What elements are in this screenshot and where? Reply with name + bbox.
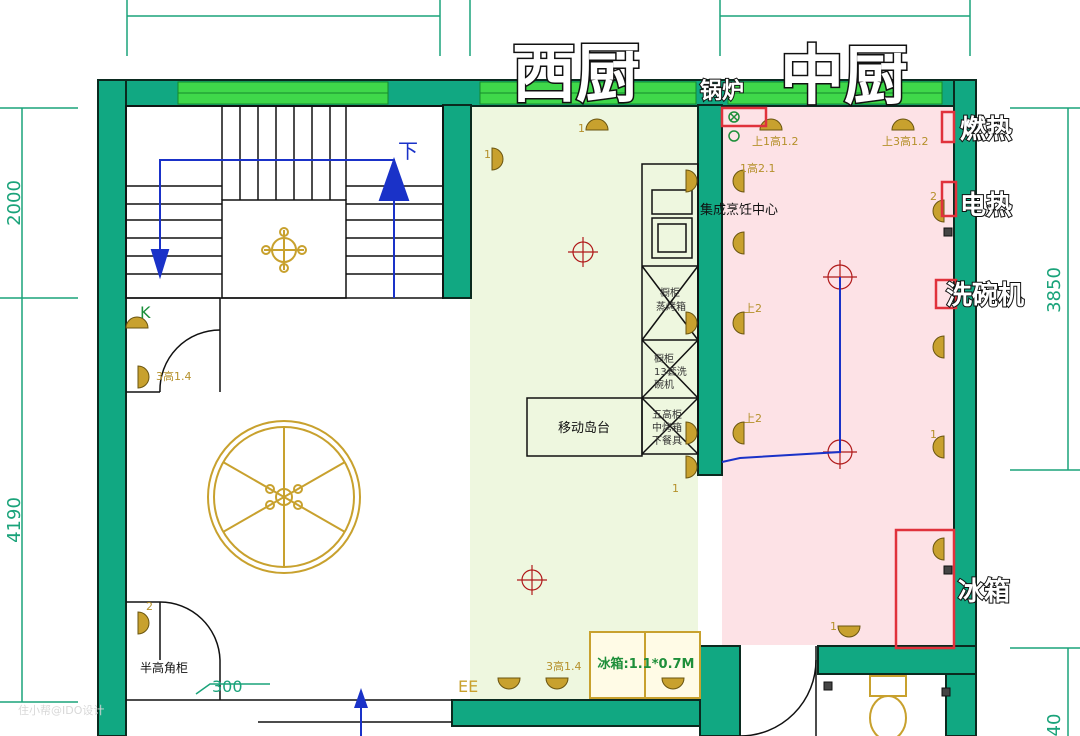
bottom-arrow	[354, 688, 368, 736]
socket-label-up2a: 上2	[744, 302, 762, 315]
windows	[177, 81, 943, 105]
fridge-unit	[589, 631, 701, 699]
chinese-kitchen-zone	[722, 105, 954, 645]
socket-label-h21: 1高2.1	[740, 161, 776, 175]
cabinet-lower-line3: 下餐具	[652, 434, 682, 447]
cabinet-column	[641, 163, 699, 455]
appliance-markers	[720, 106, 958, 650]
dishwasher-label: 洗碗机	[946, 280, 1024, 311]
half-height-cabinet: 半高角柜	[140, 660, 188, 675]
cabinet-lower-line2: 中烤箱	[652, 421, 682, 434]
lighting-circuit	[721, 277, 841, 463]
cabinet-oven-line1: 橱柜	[660, 286, 680, 299]
dim-2000: 2000	[4, 180, 25, 226]
socket-label-top1: 1	[578, 122, 585, 135]
socket-label-left-h14: 3高1.4	[156, 369, 192, 383]
left-dimension-lines	[0, 107, 78, 703]
fridge-size-label: 冰箱:1.1*0.7M	[598, 656, 695, 672]
toilet	[869, 675, 907, 736]
cabinet-oven-line2: 蒸烤箱	[656, 300, 686, 313]
socket-k-label: K	[140, 303, 151, 322]
staircase	[125, 105, 444, 299]
wall-sockets	[125, 118, 945, 690]
island-label: 移动岛台	[558, 420, 610, 436]
dim-4190: 4190	[4, 497, 25, 543]
cabinet-lower-label: 五高柜中烤箱下餐具	[652, 408, 682, 447]
socket-ee-label: EE	[458, 677, 478, 696]
right-dimension-lines	[1010, 107, 1080, 736]
watermark: 住小帮@IDO设计	[18, 703, 104, 717]
stair-direction-arrow	[150, 156, 410, 298]
round-chandelier	[207, 420, 361, 574]
west-kitchen-zone	[470, 105, 698, 700]
dim-300-marker	[195, 683, 270, 695]
bottom-left-lines	[126, 699, 452, 723]
cabinet-dw-line1: 橱柜	[654, 352, 674, 365]
integrated-cooking-center: 集成烹饪中心	[700, 202, 778, 218]
socket-label-2: 2	[930, 190, 937, 203]
cabinet-dw-line3: 碗机	[654, 378, 674, 391]
socket-label-2b: 2	[146, 600, 153, 613]
socket-label-up2b: 上2	[744, 412, 762, 425]
west-kitchen-title: 西厨	[512, 38, 640, 112]
left-door-swing	[126, 297, 221, 700]
stair-ceiling-lamp	[261, 227, 307, 273]
fridge-side-label: 冰箱	[958, 576, 1010, 607]
stair-down-label: 下	[398, 139, 418, 163]
dim-40: 40	[1044, 714, 1065, 736]
dim-3850: 3850	[1044, 267, 1065, 313]
socket-label-1a: 1	[484, 148, 491, 161]
socket-label-bot-h14: 3高1.4	[546, 659, 582, 673]
electric-heater-label: 电热	[960, 191, 1012, 221]
socket-label-1b: 1	[672, 482, 679, 495]
socket-label-1c: 1	[830, 620, 837, 633]
socket-label-top-h1: 上1高1.2	[752, 134, 799, 148]
outlet-boxes	[823, 227, 953, 697]
mobile-island	[526, 397, 643, 457]
dim-300: 300	[212, 677, 243, 696]
socket-label-top-h3: 上3高1.2	[882, 134, 929, 148]
boiler-symbol	[728, 111, 740, 142]
cabinet-oven-label: 橱柜蒸烤箱	[656, 286, 686, 313]
bottom-right-door	[739, 646, 817, 736]
boiler-label: 锅炉	[700, 78, 744, 104]
socket-annotations: 1 上1高1.2 上3高1.2 1高2.1 2 上2 上2 3高1.4 3高1.…	[146, 122, 937, 673]
cabinet-dw-line2: 13套洗	[654, 365, 687, 378]
socket-label-1d: 1	[930, 428, 937, 441]
cabinet-lower-line1: 五高柜	[652, 408, 682, 421]
chinese-kitchen-title: 中厨	[780, 40, 908, 114]
top-dimension-lines	[126, 0, 971, 56]
gas-heater-label: 燃热	[960, 115, 1012, 145]
